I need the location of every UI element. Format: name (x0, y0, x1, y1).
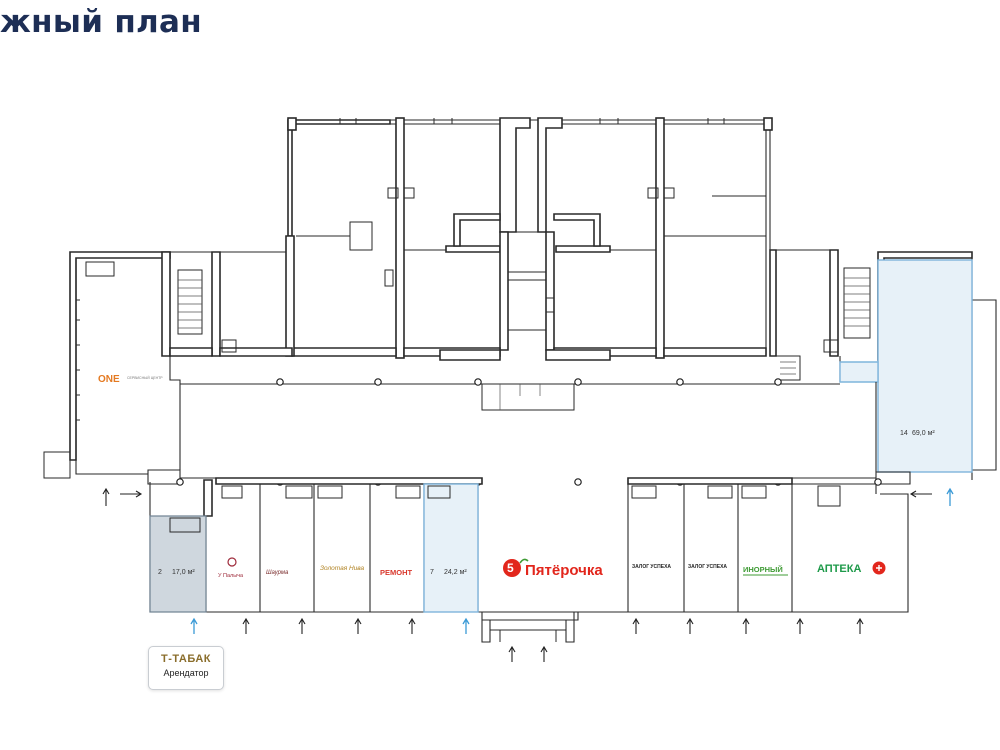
room-14-number: 14 (900, 430, 908, 437)
columns (176, 378, 882, 486)
main-hall (180, 382, 911, 485)
shops-right (578, 477, 909, 613)
room-7-highlight[interactable] (423, 483, 479, 613)
svg-text:Пятёрочка: Пятёрочка (525, 562, 603, 579)
left-wing-walls (43, 235, 295, 485)
tenant-pivnoy: ИНОРНЫЙ (743, 565, 788, 576)
tenant-apteka: АПТЕКА (817, 561, 886, 575)
tenant-zalog-1: ЗАЛОГ УСПЕХА (632, 564, 671, 570)
page-title: жный план (0, 4, 202, 40)
room-14-highlight[interactable] (877, 259, 973, 473)
room-14-area: 69,0 м² (912, 430, 935, 437)
room-7-area: 24,2 м² (444, 569, 467, 576)
tenant-zalog-2: ЗАЛОГ УСПЕХА (688, 564, 727, 570)
svg-text:ONE: ONE (98, 374, 120, 385)
tenant-card-name: Т-ТАБАК (161, 653, 211, 665)
room-2-area: 17,0 м² (172, 569, 195, 576)
tenant-bakery: Шаурма (266, 570, 289, 576)
room-7-number: 7 (430, 569, 434, 576)
room-2-number: 2 (158, 569, 162, 576)
tenant-pyaterochka: 5 Пятёрочка (503, 558, 603, 579)
tenant-card[interactable]: Т-ТАБАК Арендатор (148, 646, 224, 690)
svg-text:У Палыча: У Палыча (218, 573, 244, 579)
tenant-ulybka: У Палыча (218, 557, 244, 579)
svg-text:ИНОРНЫЙ: ИНОРНЫЙ (743, 565, 783, 574)
tenant-remont: РЕМОНТ (380, 568, 413, 577)
tenant-one: ONE СЕРВИСНЫЙ ЦЕНТР (98, 374, 163, 385)
tenant-zolotaya: Золотая Нива (320, 565, 365, 572)
room-2-highlight[interactable] (149, 515, 207, 613)
entrance (481, 611, 579, 643)
svg-text:Золотая Нива: Золотая Нива (320, 565, 365, 572)
svg-text:СЕРВИСНЫЙ ЦЕНТР: СЕРВИСНЫЙ ЦЕНТР (127, 376, 163, 380)
svg-text:5: 5 (507, 561, 514, 575)
upper-block-walls (287, 117, 773, 361)
tenant-card-role: Арендатор (163, 668, 209, 678)
svg-text:АПТЕКА: АПТЕКА (817, 563, 861, 575)
entry-arrows (102, 487, 954, 662)
